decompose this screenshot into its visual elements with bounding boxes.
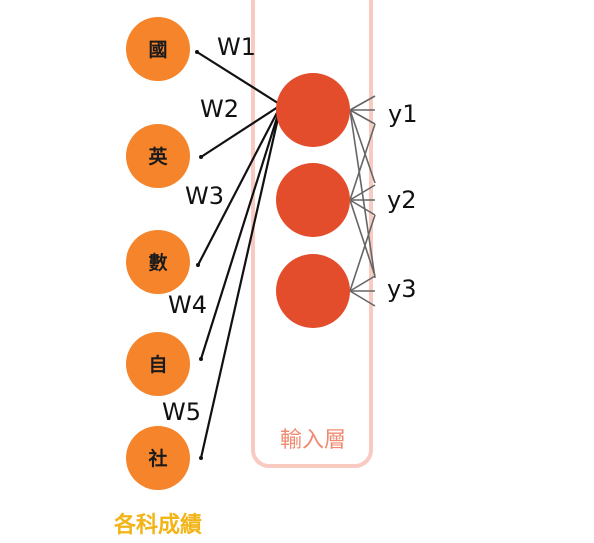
arrow-tip	[195, 50, 199, 54]
arrow-tip	[199, 357, 203, 361]
fan-line	[349, 214, 376, 292]
weight-label-w5: W5	[162, 398, 201, 426]
connection-line-w3	[197, 104, 282, 266]
arrow-tip	[199, 155, 203, 159]
layer-node	[276, 254, 350, 328]
subject-label-english: 英	[148, 145, 168, 168]
weight-label-w2: W2	[200, 95, 239, 123]
weight-connection-lines	[196, 51, 283, 459]
subject-nodes	[126, 17, 190, 490]
arrow-tip	[196, 263, 200, 267]
output-label-y1: y1	[388, 100, 417, 128]
subject-node	[126, 332, 190, 396]
weight-label-w4: W4	[168, 291, 207, 319]
subject-label-science: 自	[148, 353, 167, 376]
subject-label-social: 社	[147, 447, 167, 470]
subject-label-chinese: 國	[148, 39, 167, 61]
subject-scores-label: 各科成績	[113, 512, 202, 538]
subject-node	[126, 124, 190, 188]
connection-line-w2	[200, 104, 282, 158]
fan-line	[349, 199, 376, 216]
weight-label-w1: W1	[217, 33, 256, 61]
fan-line	[349, 109, 376, 279]
fan-line	[349, 199, 376, 277]
layer-node	[276, 73, 350, 147]
fan-line	[349, 184, 376, 201]
output-fan-lines	[349, 95, 376, 307]
subject-node	[126, 17, 190, 81]
fan-line	[349, 109, 376, 125]
subject-node	[126, 426, 190, 490]
arrow-tips	[195, 50, 203, 460]
fan-line	[349, 123, 376, 201]
fan-line	[349, 95, 376, 111]
connection-line-w4	[199, 104, 283, 360]
subject-node	[126, 230, 190, 294]
connection-line-w5	[199, 104, 283, 459]
connection-line-w1	[196, 51, 282, 106]
output-label-y2: y2	[387, 186, 416, 214]
arrow-tip	[199, 456, 203, 460]
fan-line	[349, 275, 376, 292]
fan-line	[349, 290, 376, 307]
layer-nodes	[276, 73, 350, 328]
subject-label-math: 數	[148, 252, 167, 274]
weight-label-w3: W3	[185, 182, 224, 210]
output-label-y3: y3	[387, 275, 416, 303]
input-layer-label: 輸入層	[280, 428, 346, 453]
fan-line	[349, 109, 376, 184]
layer-node	[276, 163, 350, 237]
